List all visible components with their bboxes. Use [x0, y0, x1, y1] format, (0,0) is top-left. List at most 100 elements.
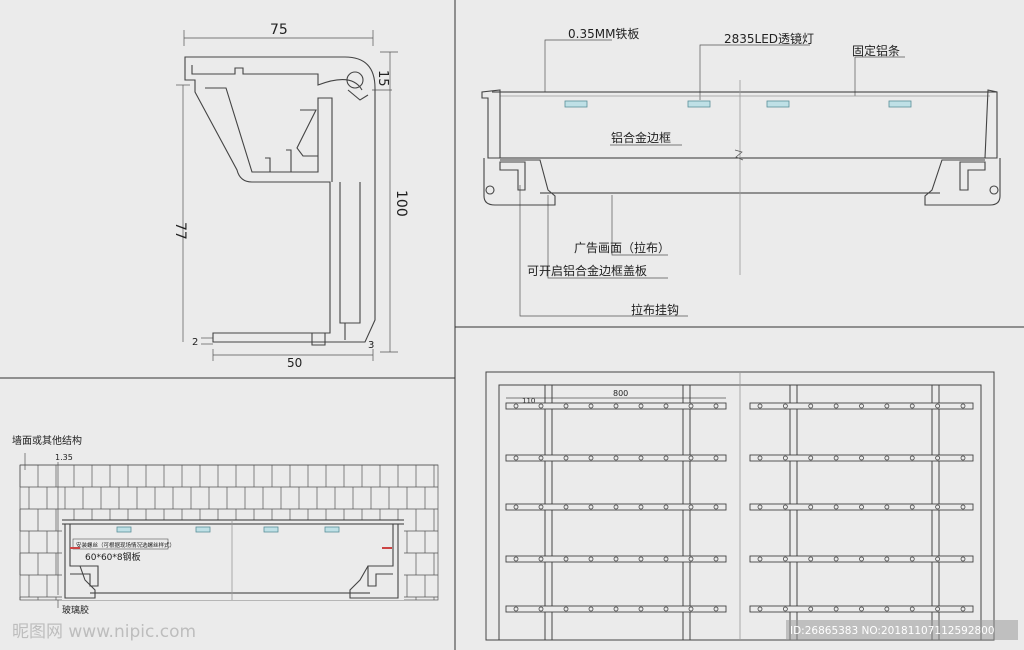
- led-module: [563, 556, 569, 562]
- led-module: [513, 504, 519, 510]
- led-module: [909, 606, 915, 612]
- led-module: [909, 504, 915, 510]
- led-module: [808, 606, 814, 612]
- led-module: [538, 606, 544, 612]
- led-module: [588, 455, 594, 461]
- label-hook: 拉布挂钩: [631, 302, 679, 317]
- led-module: [757, 556, 763, 562]
- light-bar-grid: [505, 385, 974, 640]
- led-module: [833, 455, 839, 461]
- led-module: [513, 403, 519, 409]
- led-module: [713, 606, 719, 612]
- led-module: [833, 403, 839, 409]
- led-module: [688, 403, 694, 409]
- label-fabric: 广告画面（拉布）: [574, 240, 670, 255]
- led-module: [960, 455, 966, 461]
- aluminium-profile-outline: [184, 56, 376, 343]
- led-module: [935, 556, 941, 562]
- led-module: [909, 556, 915, 562]
- led-module: [663, 556, 669, 562]
- led-module: [663, 455, 669, 461]
- dim-base: 2: [192, 337, 198, 348]
- led-module: [613, 606, 619, 612]
- led-module: [613, 504, 619, 510]
- led-module: [935, 606, 941, 612]
- led-module: [588, 403, 594, 409]
- led-module: [563, 606, 569, 612]
- label-led: 2835LED透镜灯: [724, 31, 814, 46]
- led-module: [884, 504, 890, 510]
- led-module: [538, 455, 544, 461]
- led-module: [538, 403, 544, 409]
- label-dim: 1.35: [55, 453, 73, 462]
- label-steel: 60*60*8钢板: [85, 551, 141, 563]
- led-module: [833, 504, 839, 510]
- led-module: [859, 606, 864, 612]
- led-module: [808, 556, 814, 562]
- led-module: [833, 606, 839, 612]
- led-module: [588, 606, 594, 612]
- dim-110: 110: [522, 397, 535, 405]
- profile-panel: 75 77 15 100 50 2 3: [172, 22, 409, 370]
- led-module: [513, 455, 519, 461]
- led-module: [960, 556, 966, 562]
- led-module: [782, 556, 788, 562]
- led-module: [513, 606, 519, 612]
- led-module: [588, 556, 594, 562]
- led-module: [909, 403, 915, 409]
- led-module: [713, 556, 719, 562]
- dim-width-top: 75: [270, 22, 288, 38]
- led-module: [960, 606, 966, 612]
- led-4: [888, 100, 912, 108]
- led-module: [859, 504, 864, 510]
- led-module: [638, 606, 644, 612]
- label-wall: 墙面或其他结构: [12, 434, 82, 447]
- led-module: [960, 403, 966, 409]
- led-module: [884, 556, 890, 562]
- led-module: [782, 403, 788, 409]
- led-module: [513, 556, 519, 562]
- led-module: [757, 504, 763, 510]
- grid-layout-panel: 800 110: [485, 371, 995, 641]
- watermark: 昵图网 www.nipic.com ID:26865383 NO:2018110…: [12, 620, 1018, 642]
- led-module: [538, 504, 544, 510]
- led-module: [757, 403, 763, 409]
- led-module: [757, 455, 763, 461]
- led-module: [663, 606, 669, 612]
- led-module: [688, 606, 694, 612]
- label-screw: 安装螺丝（可根据现场情况选螺丝样式）: [76, 541, 175, 549]
- led-module: [563, 403, 569, 409]
- wall-install-panel: 墙面或其他结构 1.35 安装螺丝（可根据现场情况选螺丝样式） 60*60*8钢…: [12, 434, 439, 616]
- led-module: [884, 606, 890, 612]
- dim-height-right: 100: [393, 190, 409, 217]
- dim-height-left: 77: [172, 222, 188, 240]
- led-module: [808, 504, 814, 510]
- dim-bottom: 50: [287, 356, 302, 370]
- led-module: [909, 455, 915, 461]
- led-module: [663, 403, 669, 409]
- led-module: [808, 403, 814, 409]
- led-module: [638, 504, 644, 510]
- led-module: [713, 504, 719, 510]
- led-module: [563, 455, 569, 461]
- label-frame: 铝合金边框: [611, 130, 671, 145]
- led-module: [663, 504, 669, 510]
- led-module: [713, 403, 719, 409]
- label-cover: 可开启铝合金边框盖板: [527, 263, 647, 278]
- led-module: [613, 455, 619, 461]
- led-module: [563, 504, 569, 510]
- led-module: [613, 403, 619, 409]
- led-module: [757, 606, 763, 612]
- watermark-logo: 昵图网 www.nipic.com: [12, 622, 196, 642]
- led-module: [782, 606, 788, 612]
- led-module: [884, 403, 890, 409]
- led-module: [638, 403, 644, 409]
- label-iron-plate: 0.35MM铁板: [568, 27, 639, 41]
- led-module: [782, 504, 788, 510]
- led-module: [688, 455, 694, 461]
- led-1: [564, 100, 588, 108]
- led-module: [859, 556, 864, 562]
- dim-corner: 3: [368, 340, 374, 351]
- led-module: [884, 455, 890, 461]
